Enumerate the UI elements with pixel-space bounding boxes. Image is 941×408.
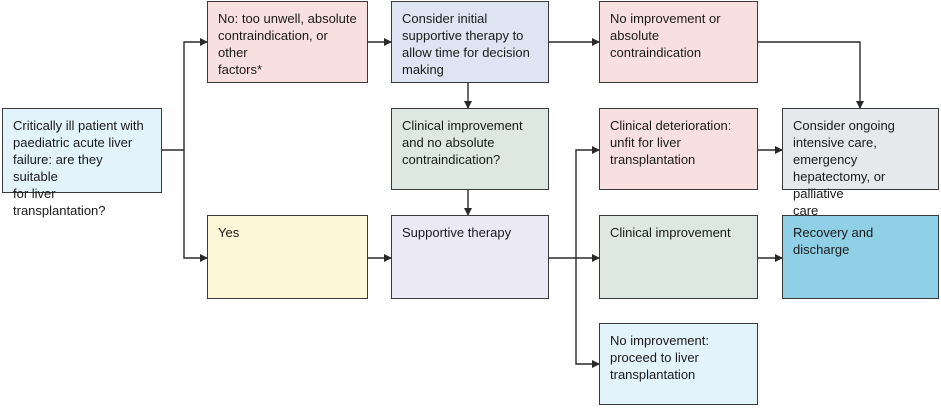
arrow-no_improvement_absolute-to-ongoing_care — [758, 41, 864, 109]
node-label: Recovery and discharge — [793, 225, 874, 257]
node-label: Yes — [218, 225, 240, 240]
arrow-supportive_therapy-to-deterioration — [549, 146, 600, 259]
node-label: Clinical deterioration: unfit for liver … — [610, 118, 732, 167]
node-label: Supportive therapy — [402, 225, 512, 240]
node-label: Consider initial supportive therapy to a… — [402, 11, 530, 77]
node-label: Clinical improvement and no absolute con… — [402, 118, 523, 167]
node-critically-ill-patient: Critically ill patient with paediatric a… — [2, 108, 162, 218]
node-clinical-deterioration: Clinical deterioration: unfit for liver … — [599, 108, 758, 190]
node-supportive-therapy: Supportive therapy — [391, 215, 549, 299]
node-recovery-and-discharge: Recovery and discharge — [782, 215, 939, 299]
node-too-unwell: No: too unwell, absolute contraindicatio… — [207, 1, 368, 83]
node-ongoing-care: Consider ongoing intensive care, emergen… — [782, 108, 939, 218]
node-clinical-improvement: Clinical improvement — [599, 215, 758, 299]
node-label: Critically ill patient with paediatric a… — [13, 118, 144, 218]
node-label: No: too unwell, absolute contraindicatio… — [218, 11, 357, 77]
node-label: Clinical improvement — [610, 225, 731, 240]
node-label: No improvement: proceed to liver transpl… — [610, 333, 709, 382]
node-initial-supportive-therapy: Consider initial supportive therapy to a… — [391, 1, 549, 83]
arrow-start-to-yes — [183, 150, 208, 262]
node-yes: Yes — [207, 215, 368, 299]
node-clinical-improvement-question: Clinical improvement and no absolute con… — [391, 108, 549, 190]
arrow-supportive_therapy-to-no_improvement_proceed — [575, 258, 600, 368]
node-no-improvement-absolute: No improvement or absolute contraindicat… — [599, 1, 758, 83]
node-label: Consider ongoing intensive care, emergen… — [793, 118, 895, 218]
node-label: No improvement or absolute contraindicat… — [610, 11, 721, 60]
arrow-start-to-no_unwell — [162, 38, 208, 151]
node-proceed-to-transplantation: No improvement: proceed to liver transpl… — [599, 323, 758, 405]
